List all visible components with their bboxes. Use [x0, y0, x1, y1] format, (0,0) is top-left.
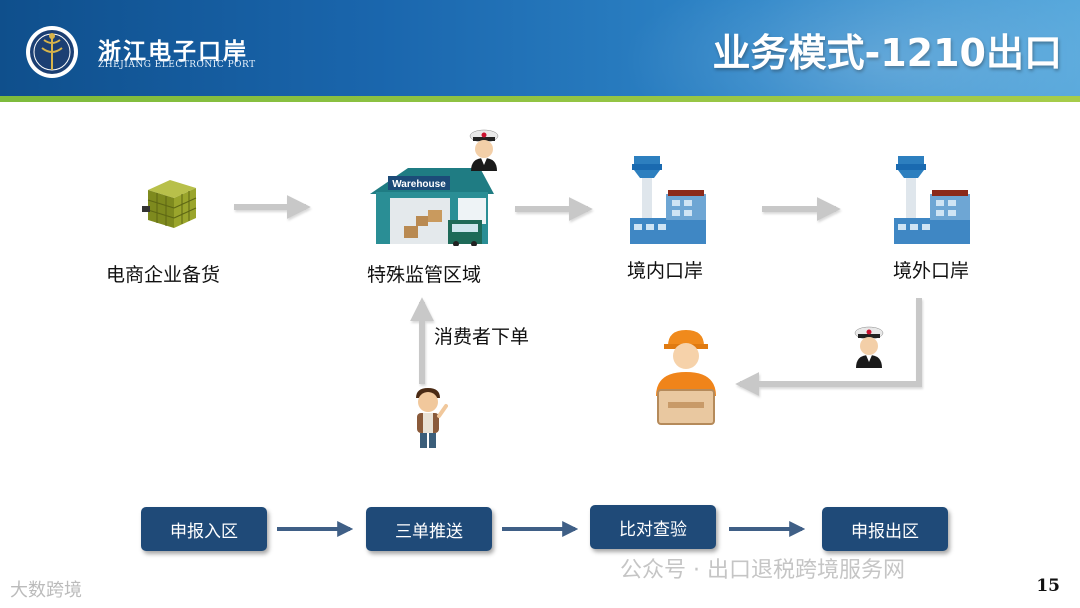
- process-step-compare-inspect: 比对查验: [590, 505, 716, 549]
- process-step-declare-exit: 申报出区: [822, 507, 948, 551]
- customs-emblem-icon: [26, 26, 78, 78]
- node-label-foreign-port: 境外口岸: [893, 260, 970, 282]
- logo-text-en: ZHEJIANG ELECTRONIC PORT: [98, 60, 256, 70]
- warehouse-sign-text: Warehouse: [392, 179, 446, 190]
- page-number: 15: [1036, 576, 1060, 596]
- node-label-domestic-port: 境内口岸: [627, 260, 704, 282]
- node-label-special-zone: 特殊监管区域: [367, 264, 482, 286]
- watermark-left: 大数跨境: [10, 580, 82, 601]
- delivery-courier-icon: [656, 330, 716, 425]
- port-tower-icon: [630, 156, 706, 244]
- consumer-order-label: 消费者下单: [434, 326, 530, 348]
- customs-officer-icon: [469, 129, 499, 171]
- watermark-right: 公众号 · 出口退税跨境服务网: [620, 558, 905, 583]
- logo-text-cn: 浙江电子口岸: [98, 38, 248, 65]
- header-banner: 浙江电子口岸 ZHEJIANG ELECTRONIC PORT 业务模式-121…: [0, 0, 1080, 98]
- cargo-pallet-icon: [142, 180, 197, 228]
- header-accent-band: [0, 96, 1080, 102]
- arrow-foreign-port-to-courier: [735, 298, 922, 396]
- warehouse-sign: [388, 176, 450, 190]
- process-step-declare-entry: 申报入区: [141, 507, 267, 551]
- consumer-person-icon: [416, 388, 448, 448]
- warehouse-icon: Warehouse: [370, 168, 494, 246]
- node-label-ecommerce-stock: 电商企业备货: [106, 264, 221, 286]
- process-step-three-documents: 三单推送: [366, 507, 492, 551]
- port-tower-icon: [894, 156, 970, 244]
- customs-officer-icon: [854, 326, 884, 368]
